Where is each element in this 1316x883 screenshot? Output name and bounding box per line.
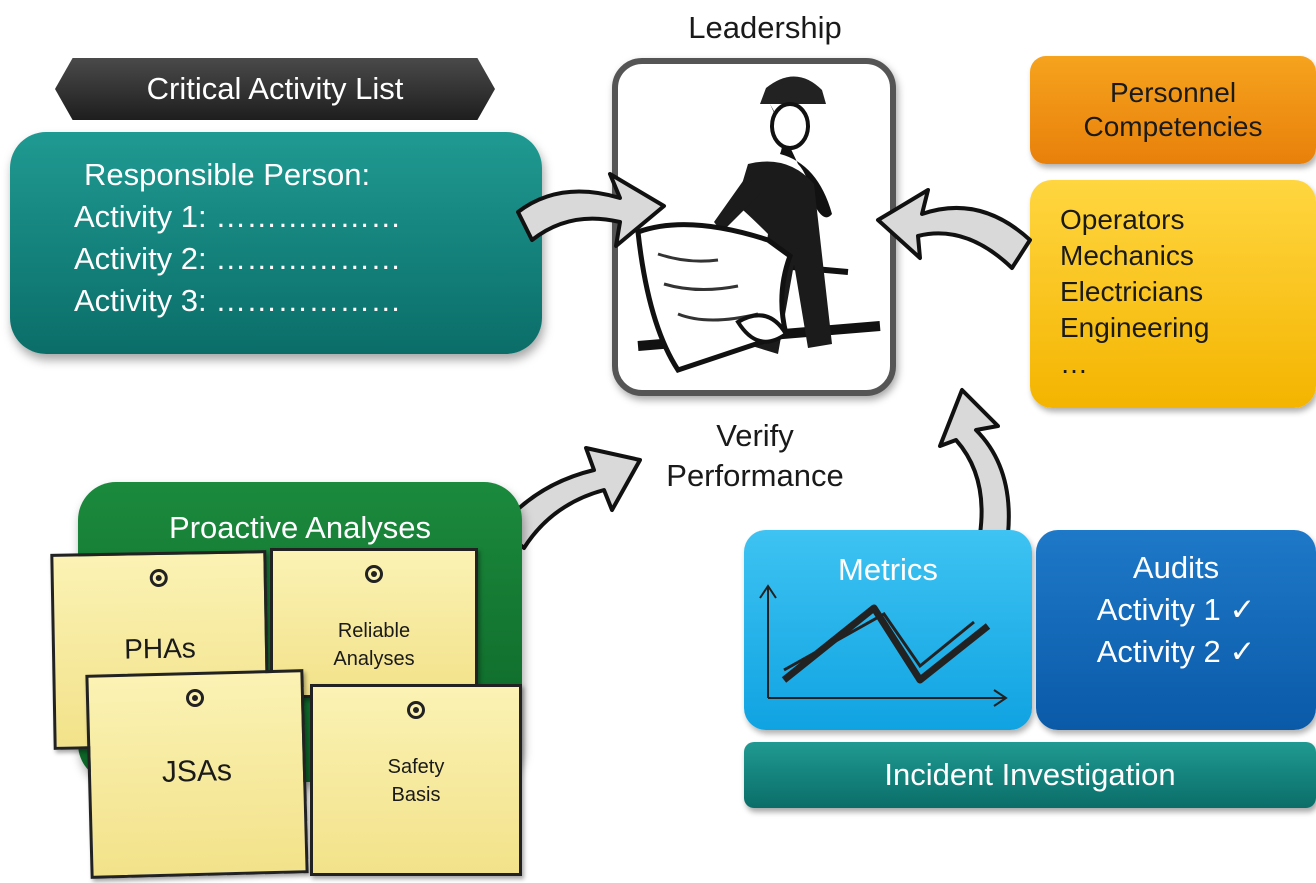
note-jsas: JSAs xyxy=(85,669,309,879)
role-item: … xyxy=(1060,348,1088,379)
note-safety-line1: Safety xyxy=(387,756,445,778)
metrics-box xyxy=(744,530,1032,730)
note-reliable-line1: Reliable xyxy=(337,620,411,642)
verify-performance-caption: Verify Performance xyxy=(620,414,890,498)
leadership-title: Leadership xyxy=(688,10,842,45)
arrow-metrics-to-leadership-icon xyxy=(938,388,1011,536)
critical-activity-list-banner: Critical Activity List xyxy=(55,58,495,120)
verify-label: Verify xyxy=(716,418,794,453)
activity-line-2: Activity 2: ……………… xyxy=(74,241,402,276)
note-reliable-line2: Analyses xyxy=(333,648,415,670)
note-safety-label: Safety Basis xyxy=(313,753,519,809)
role-item: Mechanics xyxy=(1060,240,1194,271)
personnel-label: Personnel xyxy=(1109,77,1237,108)
roles-box: Operators Mechanics Electricians Enginee… xyxy=(1030,180,1316,408)
pushpin-icon xyxy=(407,701,425,719)
proactive-analyses-title: Proactive Analyses xyxy=(169,510,431,545)
leader-figure-icon xyxy=(635,76,881,373)
pushpin-icon xyxy=(149,568,168,588)
competencies-label: Competencies xyxy=(1083,111,1263,142)
audits-box: Audits Activity 1 ✓ Activity 2 ✓ xyxy=(1036,530,1316,730)
note-reliable-analyses: Reliable Analyses xyxy=(270,548,478,698)
activity-line-3: Activity 3: ……………… xyxy=(74,283,402,318)
audits-title: Audits xyxy=(1132,550,1220,585)
pushpin-icon xyxy=(365,565,383,583)
critical-activity-list-label: Critical Activity List xyxy=(146,71,404,106)
pushpin-icon xyxy=(185,688,205,708)
note-phas-label: PHAs xyxy=(123,632,197,665)
audit-item: Activity 2 ✓ xyxy=(1096,634,1256,669)
activity-line-1: Activity 1: ……………… xyxy=(74,199,402,234)
responsible-person-box: Responsible Person: Activity 1: ……………… A… xyxy=(10,132,542,354)
trend-chart-icon xyxy=(759,584,1008,707)
role-item: Engineering xyxy=(1060,312,1210,343)
audit-item: Activity 1 ✓ xyxy=(1096,592,1256,627)
note-safety-basis: Safety Basis xyxy=(310,684,522,876)
incident-investigation-banner: Incident Investigation xyxy=(744,742,1316,808)
note-safety-line2: Basis xyxy=(391,784,441,806)
role-item: Operators xyxy=(1060,204,1185,235)
responsible-person-title: Responsible Person: xyxy=(84,157,371,192)
arrow-proactive-to-leadership-icon xyxy=(498,446,642,550)
note-jsas-label: JSAs xyxy=(161,754,233,789)
performance-label: Performance xyxy=(666,458,844,493)
role-item: Electricians xyxy=(1060,276,1204,307)
incident-investigation-label: Incident Investigation xyxy=(884,757,1176,792)
note-reliable-label: Reliable Analyses xyxy=(273,617,475,673)
arrow-critical-to-leadership-icon xyxy=(516,172,666,248)
metrics-title: Metrics xyxy=(838,552,938,587)
leader-illustration xyxy=(612,58,896,396)
personnel-competencies-box: Personnel Competencies xyxy=(1030,56,1316,164)
arrow-personnel-to-leadership-icon xyxy=(876,188,1032,270)
